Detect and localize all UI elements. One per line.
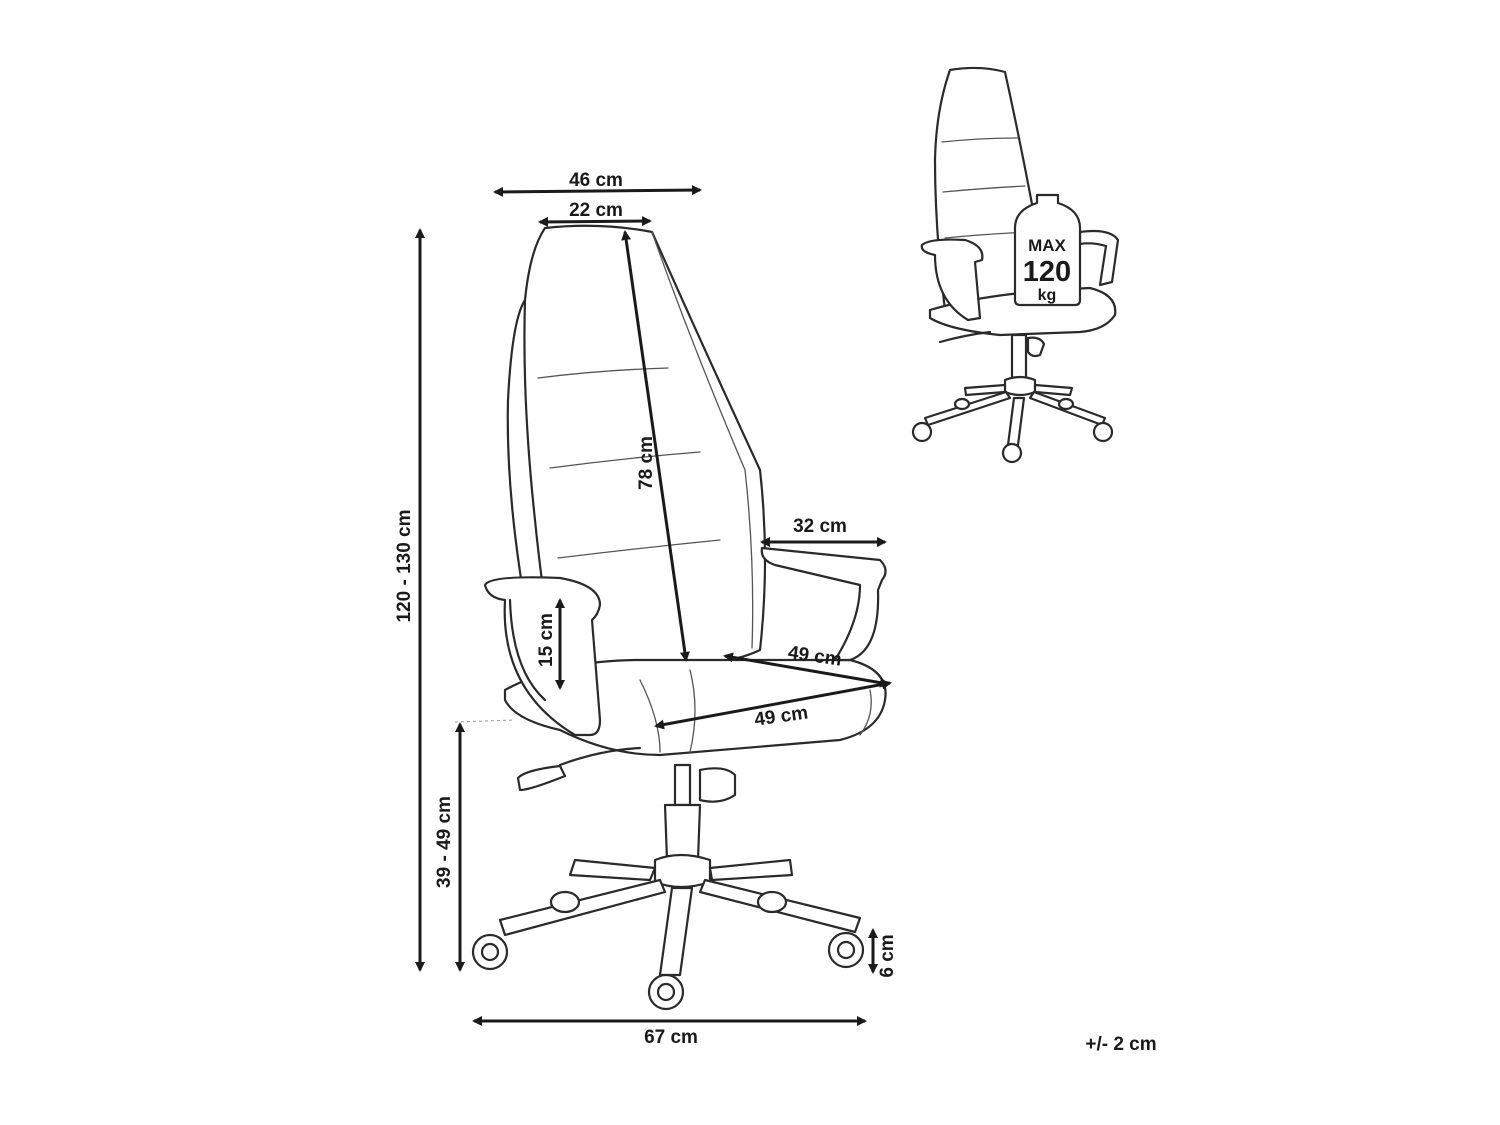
weight-capacity-badge: MAX 120 kg: [1013, 193, 1082, 307]
weight-badge-line3: kg: [1038, 287, 1057, 304]
backrest-width-label: 46 cm: [569, 170, 623, 191]
weight-capacity-chair-drawing: [911, 66, 1120, 464]
backrest-height-arrow: [621, 230, 690, 662]
backrest-height-label: 78 cm: [636, 436, 657, 490]
headrest-width-arrow: [538, 216, 652, 227]
weight-badge-line2: 120: [1023, 256, 1071, 288]
seat-width-arrow: [654, 679, 892, 730]
weight-badge-line1: MAX: [1028, 236, 1066, 255]
tolerance-note: +/- 2 cm: [1085, 1034, 1156, 1055]
armrest-length-label: 32 cm: [793, 516, 847, 537]
dimension-arrows: [415, 185, 892, 1026]
caster-height-label: 6 cm: [877, 934, 898, 977]
backrest-width-arrow: [493, 185, 702, 197]
seat-height-guide: [454, 719, 516, 723]
base-width-label: 67 cm: [644, 1027, 698, 1048]
armrest-height-label: 15 cm: [536, 613, 557, 667]
seat-depth-arrow: [723, 652, 890, 688]
headrest-width-label: 22 cm: [569, 200, 623, 221]
total-height-label: 120 - 130 cm: [394, 509, 415, 622]
seat-height-label: 39 - 49 cm: [434, 796, 455, 888]
